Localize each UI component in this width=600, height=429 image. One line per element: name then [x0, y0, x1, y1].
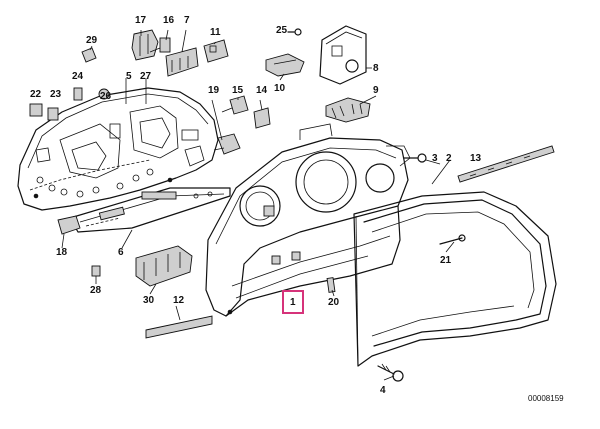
bulb-28 [91, 265, 101, 277]
callout-19: 19 [208, 85, 220, 96]
cluster-housing-rear [17, 87, 219, 211]
lamp-25 [98, 88, 110, 100]
clip-14 [253, 107, 271, 129]
front-lens-frame [353, 191, 557, 367]
callout-24: 24 [72, 71, 84, 82]
drawing-number: 00008159 [528, 394, 564, 403]
callout-7: 7 [184, 15, 190, 26]
callout-10: 10 [274, 83, 286, 94]
callout-17: 17 [135, 15, 147, 26]
screw-3 [403, 153, 427, 163]
bulb-holder-17 [131, 29, 159, 61]
callout-27: 27 [140, 71, 152, 82]
trim-strip [457, 145, 555, 183]
callout-30: 30 [143, 295, 155, 306]
callout-16: 16 [163, 15, 175, 26]
module-8 [319, 25, 367, 85]
screw-4 [377, 363, 404, 382]
callout-1[interactable]: 1 [290, 297, 296, 308]
callout-13: 13 [470, 153, 482, 164]
callout-15: 15 [232, 85, 244, 96]
plug-19 [213, 133, 241, 155]
connector-30 [135, 245, 193, 287]
callout-18: 18 [56, 247, 68, 258]
socket-22 [29, 103, 43, 117]
module-9 [325, 97, 371, 123]
connector-10 [265, 53, 305, 77]
callout-9: 9 [373, 85, 379, 96]
callout-4: 4 [380, 385, 386, 396]
callout-28: 28 [90, 285, 102, 296]
bracket-15 [221, 95, 249, 115]
connector-18 [57, 215, 81, 235]
lamp-24 [73, 87, 83, 101]
callout-3: 3 [432, 153, 438, 164]
bulb-16 [149, 37, 171, 53]
bulb-23 [47, 107, 59, 121]
callout-20: 20 [328, 297, 340, 308]
callout-12: 12 [173, 295, 185, 306]
callout-23: 23 [50, 89, 62, 100]
callout-6: 6 [118, 247, 124, 258]
clip-29 [81, 47, 97, 63]
callout-26: 25 [276, 25, 288, 36]
highlight-part-1 [282, 290, 304, 314]
callout-11: 11 [210, 27, 221, 38]
callout-14: 14 [256, 85, 268, 96]
callout-22: 22 [30, 89, 42, 100]
connector-7 [165, 47, 199, 77]
instrument-panel-shell [205, 123, 411, 317]
circuit-board [69, 187, 231, 233]
callout-2: 2 [446, 153, 452, 164]
leader-lines [61, 29, 455, 381]
callout-29: 29 [86, 35, 98, 46]
connector-11 [203, 39, 229, 63]
pin-21 [439, 234, 466, 245]
callout-5: 5 [126, 71, 132, 82]
callout-25: 26 [100, 91, 112, 102]
label-strip [145, 315, 213, 339]
callout-21: 21 [440, 255, 452, 266]
screw-26 [287, 28, 302, 36]
pin-20 [326, 277, 336, 293]
callout-8: 8 [373, 63, 379, 74]
